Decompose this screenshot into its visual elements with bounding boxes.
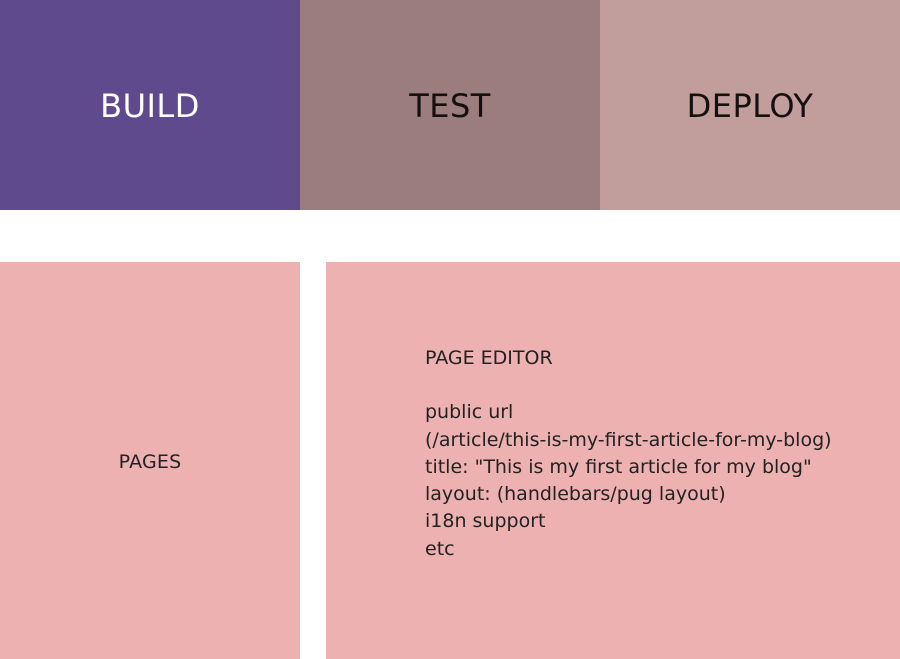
tab-build-label: BUILD: [100, 87, 200, 125]
stage-tab-bar: BUILD TEST DEPLOY: [0, 0, 900, 210]
tab-deploy-label: DEPLOY: [686, 87, 814, 125]
tab-test-label: TEST: [409, 87, 491, 125]
tab-deploy[interactable]: DEPLOY: [600, 0, 900, 210]
page-editor-content: PAGE EDITOR public url (/article/this-is…: [425, 345, 832, 563]
page-editor-line-url-value: (/article/this-is-my-first-article-for-m…: [425, 428, 832, 451]
page-editor-panel: PAGE EDITOR public url (/article/this-is…: [326, 262, 900, 659]
page-editor-line-public-url: public url: [425, 401, 514, 424]
page-editor-line-title: title: "This is my first article for my …: [425, 455, 812, 478]
page-editor-line-etc: etc: [425, 537, 455, 560]
page-editor-line-i18n: i18n support: [425, 510, 546, 533]
pages-panel[interactable]: PAGES: [0, 262, 300, 659]
tab-test[interactable]: TEST: [300, 0, 600, 210]
page-editor-title: PAGE EDITOR: [425, 347, 553, 369]
tab-build[interactable]: BUILD: [0, 0, 300, 210]
pages-panel-label: PAGES: [118, 451, 182, 473]
page-editor-line-layout: layout: (handlebars/pug layout): [425, 483, 726, 506]
